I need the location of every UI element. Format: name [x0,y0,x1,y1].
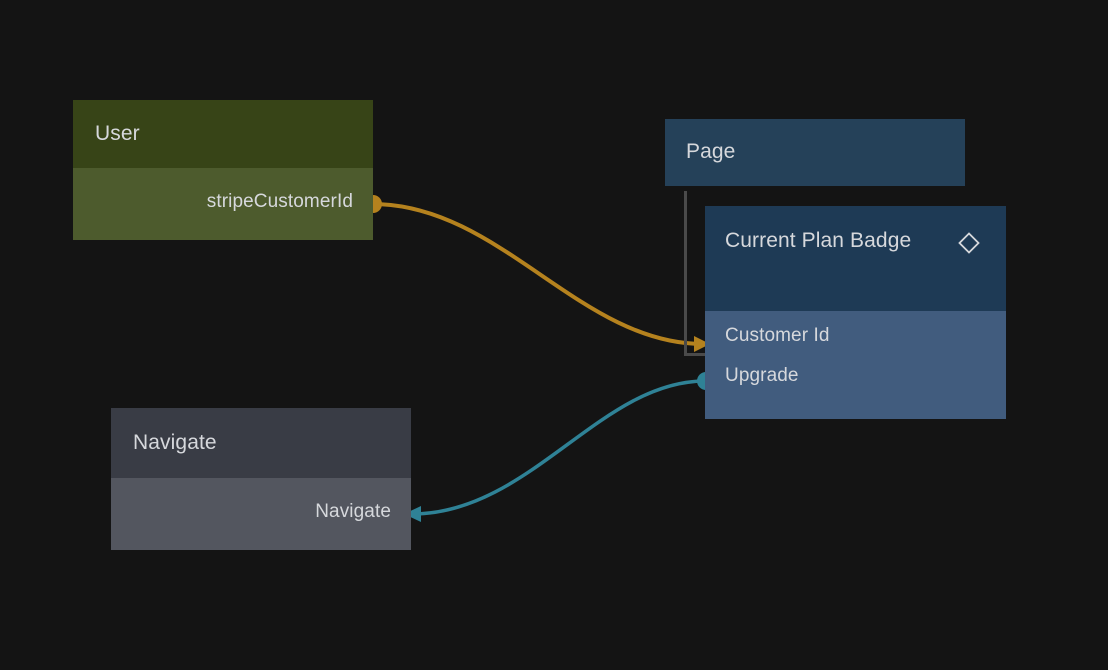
node-user-header[interactable]: User [73,100,373,168]
field-upgrade[interactable]: Upgrade [725,365,799,386]
node-page-header[interactable]: Page [665,119,965,186]
edge-path-orange [371,202,705,346]
node-navigate-title: Navigate [133,431,217,454]
page-child-bracket [684,191,723,356]
node-current-plan-badge-header[interactable]: Current Plan Badge [705,206,1006,311]
field-navigate[interactable]: Navigate [315,501,391,522]
node-user-body[interactable]: stripeCustomerId [73,168,373,240]
node-navigate-body[interactable]: Navigate [111,478,411,550]
field-customer-id[interactable]: Customer Id [725,325,830,346]
node-page-title: Page [686,140,736,163]
node-navigate[interactable]: Navigate Navigate [111,408,411,550]
diamond-icon [958,232,980,254]
node-current-plan-badge-body[interactable]: Customer Id Upgrade [705,311,1006,419]
node-current-plan-badge-title: Current Plan Badge [725,229,912,252]
node-current-plan-badge[interactable]: Current Plan Badge Customer Id Upgrade [705,206,1006,419]
node-user[interactable]: User stripeCustomerId [73,100,373,240]
node-page[interactable]: Page Current Plan Badge Customer Id Upgr… [665,119,1006,419]
field-stripecustomerid[interactable]: stripeCustomerId [206,191,353,212]
node-navigate-header[interactable]: Navigate [111,408,411,478]
edge-path-teal [410,379,707,516]
node-user-title: User [95,122,140,145]
edge-user-to-customer-id [364,195,710,352]
